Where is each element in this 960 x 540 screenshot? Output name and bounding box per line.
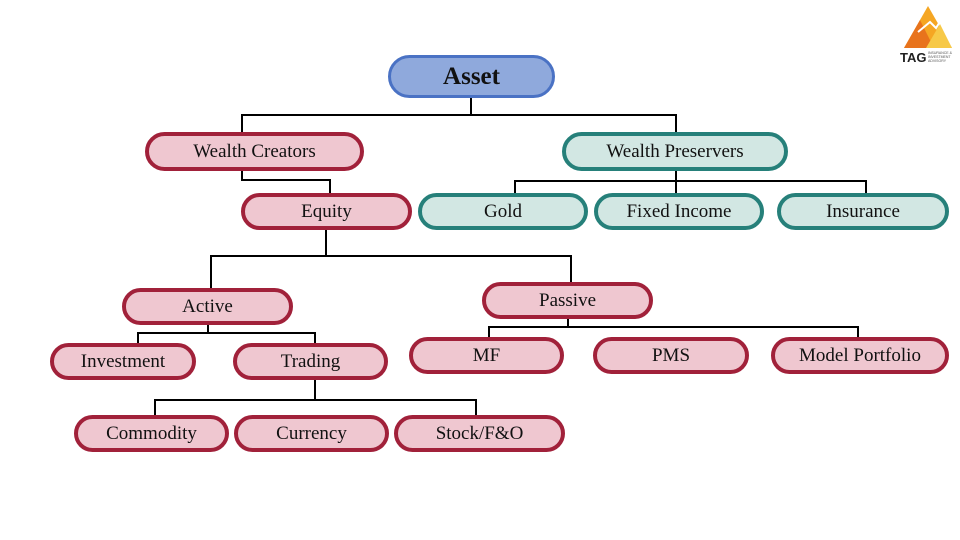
node-fixed-income: Fixed Income <box>594 193 764 230</box>
connector-trading-children <box>154 399 477 416</box>
node-passive: Passive <box>482 282 653 319</box>
node-pms: PMS <box>593 337 749 374</box>
tag-logo: TAG INSURANCE & INVESTMENT ADVISORY <box>896 2 958 68</box>
logo-triangle-icon <box>904 6 952 48</box>
connector-passive-children <box>488 326 859 338</box>
node-currency: Currency <box>234 415 389 452</box>
node-active: Active <box>122 288 293 325</box>
node-trading: Trading <box>233 343 388 380</box>
node-stock-fo: Stock/F&O <box>394 415 565 452</box>
connector-active-children <box>137 332 316 344</box>
node-insurance: Insurance <box>777 193 949 230</box>
node-equity: Equity <box>241 193 412 230</box>
node-commodity: Commodity <box>74 415 229 452</box>
connector-preservers-children <box>514 180 867 193</box>
node-mf: MF <box>409 337 564 374</box>
node-asset: Asset <box>388 55 555 98</box>
node-model-portfolio: Model Portfolio <box>771 337 949 374</box>
connector-creators-equity <box>241 170 331 193</box>
logo-subtext: INSURANCE & INVESTMENT ADVISORY <box>928 51 952 63</box>
node-wealth-creators: Wealth Creators <box>145 132 364 171</box>
node-wealth-preservers: Wealth Preservers <box>562 132 788 171</box>
node-gold: Gold <box>418 193 588 230</box>
logo-text: TAG <box>900 50 927 65</box>
connector-asset-branches <box>241 114 677 132</box>
node-investment: Investment <box>50 343 196 380</box>
connector-equity-children <box>210 255 572 290</box>
